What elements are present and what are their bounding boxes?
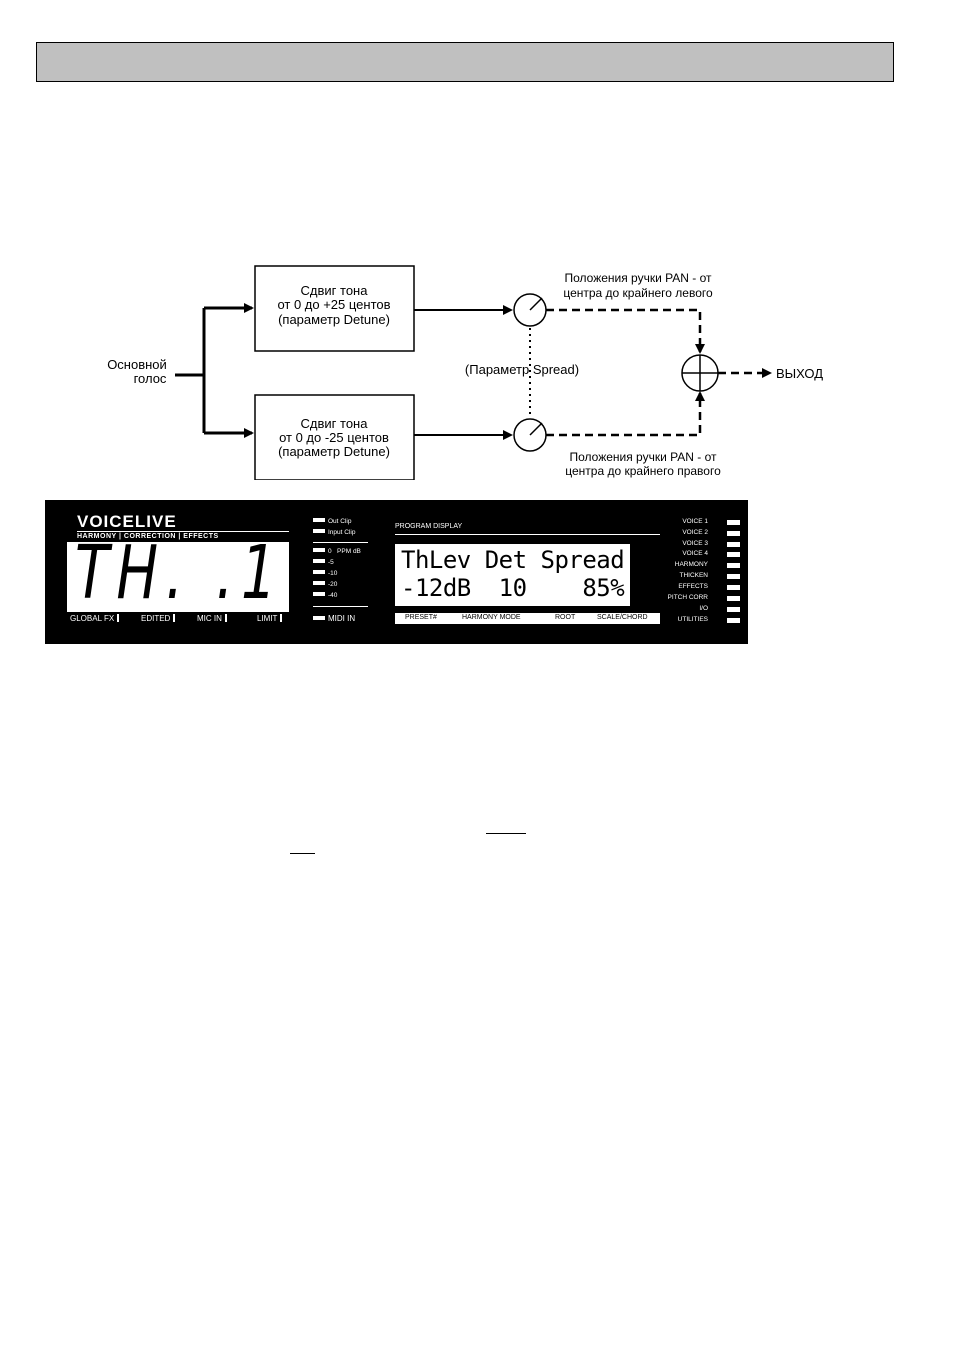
meter-led-20: -20 (313, 581, 337, 588)
program-display-title: PROGRAM DISPLAY (395, 523, 463, 530)
segment-display: TH. .1 (67, 542, 289, 612)
box-bottom-line3: (параметр Detune) (278, 444, 390, 459)
pan-bottom-line2: центра до крайнего правого (565, 464, 721, 478)
detune-plus-box (254, 265, 415, 352)
meter-led-5: -5 (313, 559, 334, 566)
voicelive-front-panel: VOICELIVE HARMONY | CORRECTION | EFFECTS… (45, 500, 748, 644)
voice-4-led: VOICE 4 (682, 550, 708, 557)
input-clip-led: Input Clip (313, 529, 355, 536)
io-led: I/O (699, 605, 708, 612)
harmony-led: HARMONY (674, 561, 708, 568)
midi-in-led: MIDI IN (313, 614, 355, 623)
box-top-line1: Сдвиг тона (301, 283, 369, 298)
box-top-line3: (параметр Detune) (278, 312, 390, 327)
box-top-line2: от 0 до +25 центов (277, 297, 390, 312)
lcd-label-strip: PRESET# HARMONY MODE ROOT SCALE/CHORD (395, 613, 660, 624)
pan-bottom-line1: Положения ручки PAN - от (569, 450, 717, 464)
brand-logo: VOICELIVE (77, 512, 177, 531)
lcd-line-2: -12dB 10 85% (401, 574, 625, 602)
global-fx-label: GLOBAL FX (70, 614, 120, 623)
thicken-led: THICKEN (679, 572, 708, 579)
pan-top-line1: Положения ручки PAN - от (564, 271, 712, 285)
lcd-line-1: ThLev Det Spread (401, 546, 625, 574)
limit-label: LIMIT (257, 614, 283, 623)
spread-label: (Параметр Spread) (465, 362, 579, 377)
pitch-corr-led: PITCH CORR (667, 594, 708, 601)
input-label-line2: голос (134, 371, 167, 386)
meter-led-0: 0 PPM dB (313, 548, 361, 555)
voice-1-led: VOICE 1 (682, 518, 708, 525)
input-label-line1: Основной (107, 357, 167, 372)
thicken-signal-diagram: Основной голос Сдвиг тона от 0 до +25 це… (107, 265, 823, 480)
root-label: ROOT (555, 614, 576, 621)
voice-3-led: VOICE 3 (682, 540, 708, 547)
box-bottom-line2: от 0 до -25 центов (279, 430, 389, 445)
scale-chord-label: SCALE/CHORD (597, 614, 648, 621)
out-clip-led: Out Clip (313, 518, 351, 525)
effects-led: EFFECTS (678, 583, 708, 590)
harmony-mode-label: HARMONY MODE (462, 614, 521, 621)
meter-led-10: -10 (313, 570, 337, 577)
underline-mark-1 (486, 833, 526, 834)
meter-led-40: -40 (313, 592, 337, 599)
box-bottom-line1: Сдвиг тона (301, 416, 369, 431)
segment-display-text: TH. .1 (75, 542, 284, 612)
mic-in-label: MIC IN (197, 614, 227, 623)
section-header-bar (36, 42, 894, 82)
brand-subtitle: HARMONY | CORRECTION | EFFECTS (77, 531, 289, 540)
output-label: ВЫХОД (776, 366, 823, 381)
pan-top-line2: центра до крайнего левого (563, 286, 713, 300)
edited-label: EDITED (141, 614, 176, 623)
preset-label: PRESET# (405, 614, 437, 621)
program-lcd: ThLev Det Spread -12dB 10 85% (395, 544, 630, 606)
detune-minus-box (254, 394, 415, 480)
voice-2-led: VOICE 2 (682, 529, 708, 536)
underline-mark-2 (290, 853, 315, 854)
utilities-led: UTILITIES (677, 616, 708, 623)
